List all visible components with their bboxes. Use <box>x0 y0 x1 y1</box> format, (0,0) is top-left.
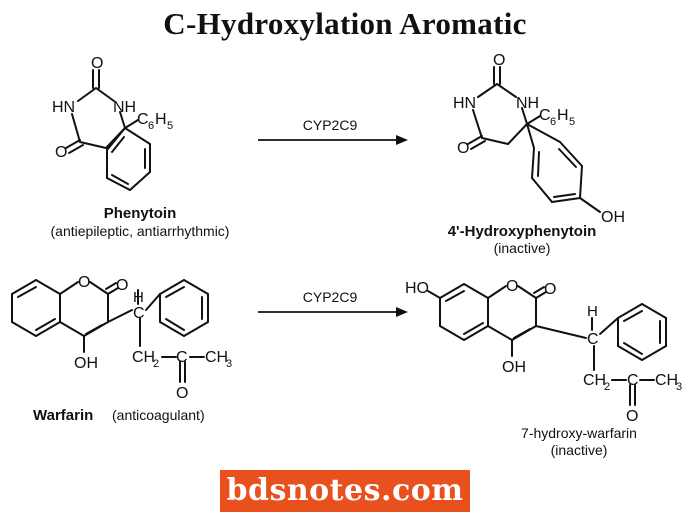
atom-label: C <box>587 331 599 348</box>
svg-text:3: 3 <box>676 381 682 393</box>
atom-label: O <box>506 278 518 295</box>
atom-label: HN <box>52 99 75 116</box>
hydroxywarfarin-structure <box>427 283 667 406</box>
svg-text:5: 5 <box>569 116 575 128</box>
atom-label: O <box>78 274 90 291</box>
enzyme-label-2: CYP2C9 <box>303 289 358 305</box>
svg-text:2: 2 <box>153 358 159 370</box>
svg-text:3: 3 <box>226 358 232 370</box>
atom-label: O <box>116 277 128 294</box>
reaction-arrow-2 <box>258 307 408 317</box>
svg-text:CH: CH <box>583 372 606 389</box>
ch2-label: CH 2 <box>583 372 610 393</box>
page-title: C-Hydroxylation Aromatic <box>163 6 527 41</box>
atom-label: O <box>544 281 556 298</box>
watermark-logo: bdsnotes.com <box>220 470 470 512</box>
ch3-label: CH 3 <box>655 372 682 393</box>
enzyme-label-1: CYP2C9 <box>303 117 358 133</box>
hydroxyphenytoin-structure <box>467 66 601 213</box>
atom-label: HN <box>453 95 476 112</box>
atom-label: NH <box>113 99 136 116</box>
svg-text:6: 6 <box>148 120 154 132</box>
svg-text:H: H <box>557 107 569 124</box>
atom-label: HO <box>405 280 429 297</box>
ch3-label: CH 3 <box>205 349 232 370</box>
svg-text:C: C <box>137 111 149 128</box>
atom-label: O <box>626 408 638 425</box>
phenytoin-structure <box>65 69 151 191</box>
atom-label: O <box>176 385 188 402</box>
atom-label: H <box>587 303 598 320</box>
atom-label: C <box>627 372 639 389</box>
atom-label: OH <box>502 359 526 376</box>
hydroxywarfarin-name: 7-hydroxy-warfarin <box>521 425 637 441</box>
c6h5-label: C 6 H 5 <box>137 111 173 132</box>
atom-label: OH <box>601 209 625 226</box>
phenytoin-name: Phenytoin <box>104 205 177 222</box>
svg-text:H: H <box>155 111 167 128</box>
hydroxyphenytoin-name: 4'-Hydroxyphenytoin <box>448 223 597 240</box>
atom-label: OH <box>74 355 98 372</box>
warfarin-name: Warfarin <box>33 407 93 424</box>
reaction-arrow-1 <box>258 135 408 145</box>
warfarin-structure <box>11 279 209 383</box>
atom-label: C <box>176 349 188 366</box>
svg-text:CH: CH <box>655 372 678 389</box>
atom-label: O <box>91 55 103 72</box>
warfarin-note: (anticoagulant) <box>112 407 205 423</box>
svg-text:CH: CH <box>205 349 228 366</box>
svg-text:C: C <box>539 107 551 124</box>
c6h5-label: C 6 H 5 <box>539 107 575 128</box>
svg-text:5: 5 <box>167 120 173 132</box>
svg-text:CH: CH <box>132 349 155 366</box>
atom-label: O <box>457 140 469 157</box>
ch2-label: CH 2 <box>132 349 159 370</box>
hydroxyphenytoin-note: (inactive) <box>494 240 551 256</box>
atom-label: O <box>493 52 505 69</box>
hydroxywarfarin-note: (inactive) <box>551 442 608 458</box>
atom-label: C <box>133 305 145 322</box>
atom-label: H <box>133 289 144 306</box>
warfarin-caption: Warfarin (anticoagulant) <box>33 407 205 424</box>
atom-label: O <box>55 144 67 161</box>
phenytoin-note: (antiepileptic, antiarrhythmic) <box>51 223 230 239</box>
atom-label: NH <box>516 95 539 112</box>
svg-text:6: 6 <box>550 116 556 128</box>
svg-text:2: 2 <box>604 381 610 393</box>
